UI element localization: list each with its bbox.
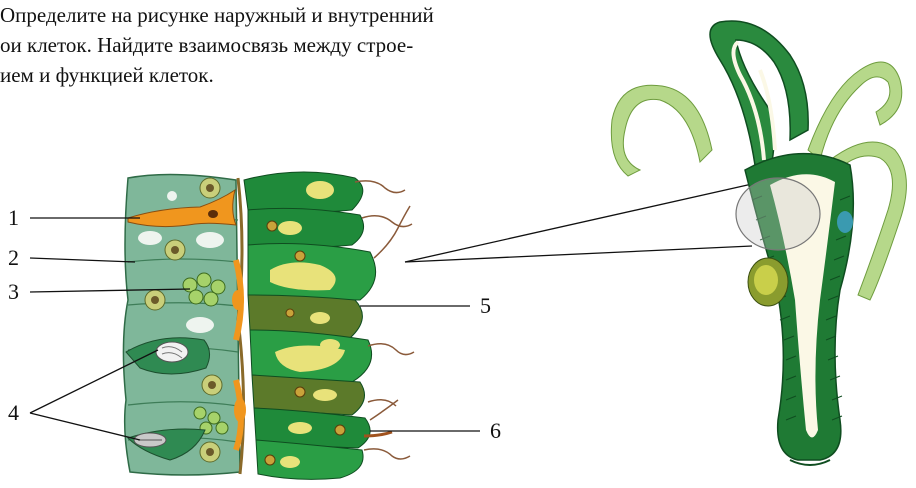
tentacle	[710, 21, 808, 170]
tentacle	[611, 85, 712, 176]
hydra-illustration	[611, 21, 906, 465]
magnify-region	[736, 178, 820, 250]
label-1: 1	[8, 205, 19, 231]
label-6: 6	[490, 418, 501, 444]
cell-layers-section	[123, 172, 414, 479]
label-3: 3	[8, 279, 19, 305]
label-2: 2	[8, 245, 19, 271]
endoderm-layer	[244, 172, 376, 479]
flagella	[355, 181, 414, 459]
label-4: 4	[8, 400, 19, 426]
label-5: 5	[480, 293, 491, 319]
